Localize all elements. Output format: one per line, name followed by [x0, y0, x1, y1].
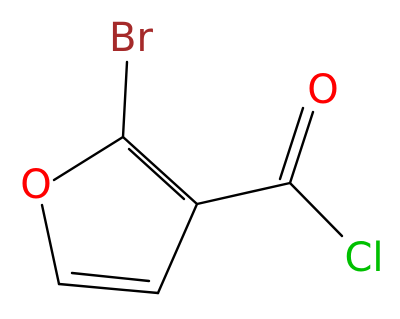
bond-ring-oxygen-to-c2	[52, 135, 125, 182]
bond-carbonyl-carbon-to-chlorine	[288, 181, 344, 238]
bond-carbonyl-double-a	[288, 110, 315, 185]
carbonyl-oxygen-atom-label: O	[307, 67, 338, 113]
bond-c2-to-c3-single	[121, 135, 199, 206]
bond-c3-to-carbonyl-carbon	[195, 181, 292, 206]
bromine-atom-label: Br	[109, 15, 153, 61]
bond-c4-to-c5-single	[57, 282, 160, 295]
bond-carbonyl-double-b	[278, 106, 305, 181]
bond-c5-to-ring-oxygen	[40, 203, 61, 286]
bond-c2-to-c3-double-inner	[127, 147, 186, 201]
bond-c2-to-bromine	[121, 60, 129, 139]
bond-c4-to-c5-double-inner	[70, 271, 151, 283]
bond-c3-to-c4	[156, 202, 199, 295]
ring-oxygen-atom-label: O	[20, 162, 51, 208]
chlorine-atom-label: Cl	[344, 235, 383, 281]
